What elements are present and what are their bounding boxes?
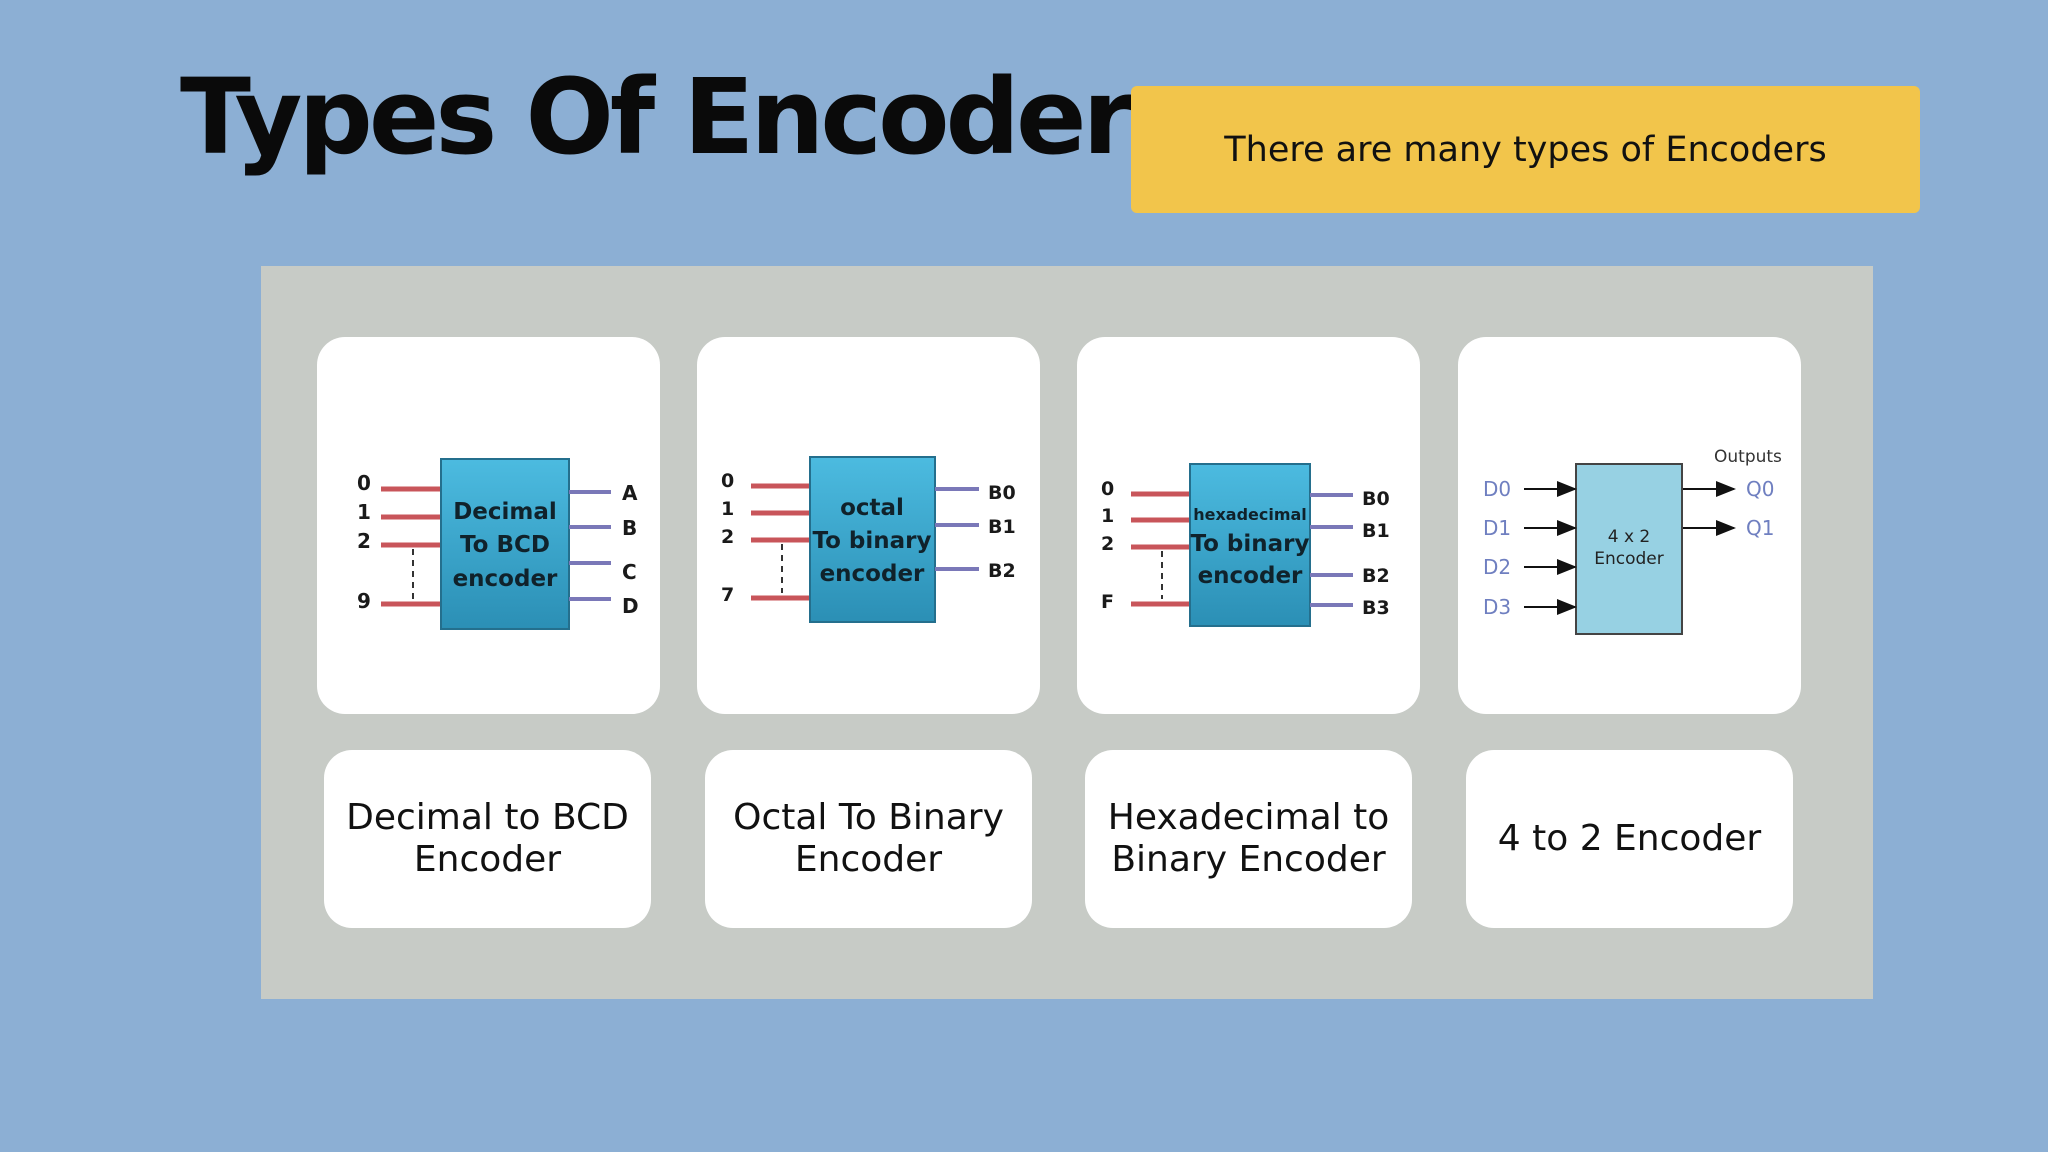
encoder-block [1575,463,1683,635]
caption-text: Decimal to BCD Encoder [346,796,629,880]
output-label: B0 [1362,488,1390,510]
block-text-line: Encoder [1594,549,1664,569]
block-text-line: 4 x 2 [1608,527,1651,547]
output-label: B1 [1362,520,1390,542]
diagram-4to2: Outputs D0 D1 D2 D3 Q0 Q1 4 x 2 Encoder [1483,447,1782,635]
caption-card: Octal To Binary Encoder [705,750,1032,928]
input-label: 9 [357,589,371,613]
input-label: 1 [1101,505,1114,527]
block-text-line: encoder [820,561,925,587]
info-banner-text: There are many types of Encoders [1224,129,1827,170]
input-label: 0 [357,471,371,495]
diagram-hex-binary: 0 1 2 F B0 B1 B2 B3 hexadecimal To binar… [1101,463,1390,627]
block-text-line: encoder [1198,563,1303,589]
info-banner: There are many types of Encoders [1131,86,1920,213]
caption-card: Hexadecimal to Binary Encoder [1085,750,1412,928]
block-text-line: octal [840,495,904,521]
output-label: D [622,594,639,618]
input-label: 1 [357,500,371,524]
input-label: D1 [1483,516,1511,540]
output-label: B [622,516,637,540]
diagram-octal-binary: 0 1 2 7 B0 B1 B2 octal To binary encoder [721,456,1016,623]
input-label: F [1101,591,1114,613]
diagram-decimal-bcd: 0 1 2 9 A B C D Decimal To BCD encoder [357,458,639,630]
encoder-block [440,458,570,630]
block-text-line: hexadecimal [1193,505,1307,524]
output-label: B3 [1362,597,1390,619]
caption-card: Decimal to BCD Encoder [324,750,651,928]
outputs-title: Outputs [1714,447,1782,467]
input-label: D2 [1483,555,1511,579]
card-octal-binary: 0 1 2 7 B0 B1 B2 octal To binary encoder [697,337,1040,714]
input-label: 2 [1101,533,1114,555]
input-label: 1 [721,498,734,520]
output-label: B0 [988,482,1016,504]
caption-card: 4 to 2 Encoder [1466,750,1793,928]
input-label: D0 [1483,477,1511,501]
caption-text: Hexadecimal to Binary Encoder [1107,796,1390,880]
card-4to2: Outputs D0 D1 D2 D3 Q0 Q1 4 x 2 Encoder [1458,337,1801,714]
block-text-line: Decimal [453,499,557,525]
block-text-line: encoder [453,566,558,592]
input-label: 2 [721,526,734,548]
output-label: B2 [988,560,1016,582]
output-label: B2 [1362,565,1390,587]
card-decimal-bcd: 0 1 2 9 A B C D Decimal To BCD encoder [317,337,660,714]
block-text-line: To binary [812,528,931,554]
input-label: D3 [1483,595,1511,619]
encoder-block [809,456,936,623]
caption-text: 4 to 2 Encoder [1497,817,1762,859]
slide-title: Types Of Encoders [180,56,1192,178]
input-label: 2 [357,529,371,553]
output-label: Q0 [1746,477,1774,501]
output-label: A [622,481,638,505]
card-hex-binary: 0 1 2 F B0 B1 B2 B3 hexadecimal To binar… [1077,337,1420,714]
output-label: B1 [988,516,1016,538]
block-text-line: To BCD [460,532,550,558]
caption-text: Octal To Binary Encoder [733,796,1004,880]
block-text-line: To binary [1190,531,1309,557]
input-label: 7 [721,584,734,606]
encoder-block [1189,463,1311,627]
output-label: Q1 [1746,516,1774,540]
input-label: 0 [721,470,734,492]
output-label: C [622,560,637,584]
input-label: 0 [1101,478,1114,500]
